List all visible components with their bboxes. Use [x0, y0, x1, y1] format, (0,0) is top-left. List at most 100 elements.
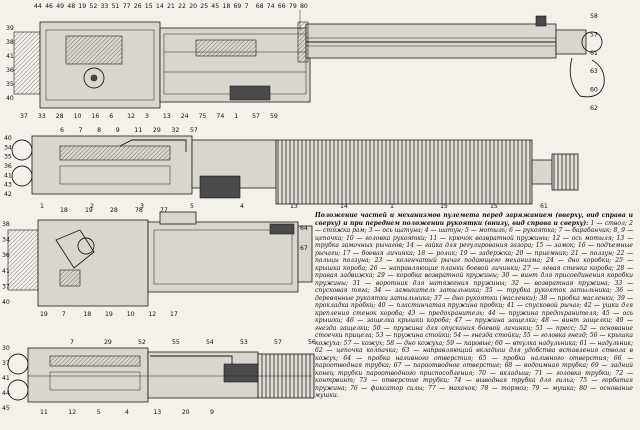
part-number-label: 56	[308, 339, 316, 346]
part-number-label: 7	[245, 3, 249, 10]
part-number-label: 4	[125, 409, 129, 416]
part-number-label: 20	[182, 409, 190, 416]
part-number-label: 67	[300, 245, 308, 252]
part-number-label: 13	[163, 113, 171, 120]
part-number-label: 14	[156, 3, 164, 10]
part-number-label: 39	[6, 25, 14, 32]
part-number-label: 74	[267, 3, 275, 10]
legend-text: 1 — ствол; 2 — стяжка рам; 3 — ось шатун…	[315, 219, 633, 400]
part-number-label: 77	[123, 3, 131, 10]
part-number-label: 10	[127, 311, 135, 318]
part-number-label: 36	[4, 163, 12, 170]
part-number-label: 33	[101, 3, 109, 10]
part-number-label: 26	[134, 3, 142, 10]
part-number-label: 66	[278, 3, 286, 10]
part-number-label: 11	[40, 409, 48, 416]
part-number-label: 15	[440, 203, 448, 210]
part-number-label: 9	[116, 127, 120, 134]
part-number-label: 13	[153, 409, 161, 416]
part-number-label: 15	[490, 203, 498, 210]
part-number-label: 28	[110, 207, 118, 214]
part-number-label: 28	[56, 113, 64, 120]
part-number-label: 11	[134, 127, 142, 134]
part-number-label: 38	[6, 39, 14, 46]
muzzle	[555, 29, 587, 55]
part-number-label: 13	[290, 203, 298, 210]
part-number-label: 24	[181, 113, 189, 120]
part-number-label: 2	[90, 203, 94, 210]
part-number-label: 8	[97, 127, 101, 134]
part-number-label: 14	[340, 203, 348, 210]
grip-right	[11, 165, 33, 187]
part-number-label: 48	[67, 3, 75, 10]
part-number-label: 58	[590, 13, 598, 20]
part-number-label: 69	[234, 3, 242, 10]
part-number-label: 68	[256, 3, 264, 10]
part-number-label: 51	[112, 3, 120, 10]
part-number-label: 78	[135, 207, 143, 214]
rear-grip	[13, 31, 41, 95]
part-number-label: 63	[590, 68, 598, 75]
part-number-label: 44	[2, 390, 10, 397]
part-number-label: 52	[89, 3, 97, 10]
muzzle-top	[551, 153, 579, 191]
part-number-label: 6	[60, 127, 64, 134]
part-number-label: 46	[45, 3, 53, 10]
part-number-label: 44	[34, 3, 42, 10]
part-number-label: 35	[4, 154, 12, 161]
part-number-label: 7	[70, 339, 74, 346]
part-number-label: 40	[2, 299, 10, 306]
part-number-label: 37	[2, 283, 10, 290]
part-number-label: 49	[56, 3, 64, 10]
part-number-label: 45	[211, 3, 219, 10]
muzzle-chain	[569, 57, 605, 98]
part-number-label: 16	[91, 113, 99, 120]
part-number-label: 12	[148, 311, 156, 318]
part-number-label: 77	[160, 207, 168, 214]
view-side-forward	[7, 211, 313, 307]
part-number-label: 22	[178, 3, 186, 10]
receiver-box	[39, 21, 161, 109]
view-top-loading	[11, 135, 579, 205]
part-number-label: 52	[138, 339, 146, 346]
legend-title: Положение частей и механизмов пулемета п…	[315, 212, 633, 227]
part-number-label: 41	[6, 53, 14, 60]
part-number-label: 32	[171, 127, 179, 134]
part-number-label: 60	[590, 87, 598, 94]
part-number-label: 18	[83, 311, 91, 318]
part-number-label: 37	[20, 113, 28, 120]
part-number-label: 19	[40, 311, 48, 318]
part-number-label: 57	[590, 31, 598, 38]
part-number-label: 19	[78, 3, 86, 10]
part-number-label: 34	[2, 237, 10, 244]
part-number-label: 38	[2, 221, 10, 228]
part-number-label: 54	[206, 339, 214, 346]
part-number-label: 10	[74, 113, 82, 120]
part-number-label: 9	[210, 409, 214, 416]
part-number-label: 43	[4, 182, 12, 189]
part-number-label: 20	[189, 3, 197, 10]
part-number-label: 40	[6, 95, 14, 102]
part-number-label: 41	[2, 375, 10, 382]
view-side-loading	[13, 10, 605, 109]
part-number-label: 61	[540, 203, 548, 210]
water-jacket	[305, 23, 557, 59]
part-number-label: 64	[300, 225, 308, 232]
part-number-label: 18	[60, 207, 68, 214]
part-number-label: 53	[240, 339, 248, 346]
part-number-label: 75	[199, 113, 207, 120]
part-number-label: 17	[170, 311, 178, 318]
part-number-label: 57	[252, 113, 260, 120]
part-number-label: 18	[222, 3, 230, 10]
part-number-label: 4	[240, 203, 244, 210]
part-number-label: 19	[85, 207, 93, 214]
part-number-label: 12	[127, 113, 135, 120]
part-number-label: 25	[200, 3, 208, 10]
part-number-label: 7	[79, 127, 83, 134]
part-number-label: 6	[109, 113, 113, 120]
receiver-forward	[37, 219, 149, 307]
view-top-forward	[7, 347, 315, 403]
